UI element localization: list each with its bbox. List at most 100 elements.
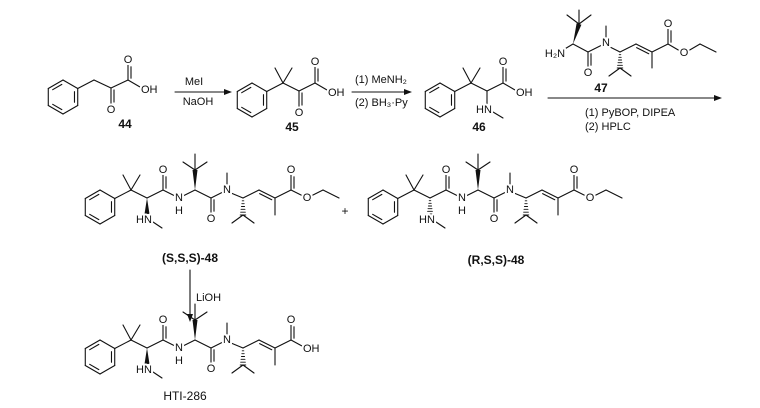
single-bond: [258, 339, 276, 349]
single-bond: [230, 192, 244, 199]
atom-label-h: H: [175, 355, 183, 367]
atom-label-n: N: [602, 37, 610, 49]
atom-label-o: O: [499, 56, 508, 68]
single-bond: [130, 324, 141, 341]
atom-label-h: H: [175, 205, 183, 217]
atom-label-o: O: [159, 164, 168, 176]
reagent-step2-bottom: (2) BH₃·Py: [355, 97, 408, 109]
single-bond: [236, 82, 253, 93]
single-bond: [99, 364, 116, 375]
reagent-step1-bottom: NaOH: [183, 96, 214, 108]
single-bond: [502, 82, 516, 91]
double-bond: [542, 193, 556, 201]
bonds-layer: [47, 9, 717, 379]
single-bond: [242, 364, 255, 374]
single-bond: [477, 189, 495, 199]
aromatic-bond: [429, 106, 440, 114]
single-bond: [114, 339, 132, 350]
atom-label-o: O: [124, 54, 133, 66]
single-bond: [62, 104, 79, 115]
aromatic-bond: [372, 213, 383, 221]
single-bond: [465, 161, 479, 171]
atom-label-o: O: [664, 18, 673, 30]
aromatic-bond: [241, 86, 252, 94]
reagent-step3-line2: (2) HPLC: [585, 121, 631, 133]
atom-label-n: N: [175, 342, 183, 354]
reagent-step2-top: (1) MeNH₂: [355, 74, 407, 86]
single-bond: [566, 14, 580, 25]
reaction-arrow-1: [174, 89, 232, 95]
single-bond: [230, 342, 244, 349]
single-bond: [557, 189, 575, 199]
single-bond: [47, 104, 64, 115]
atom-label-o: O: [570, 164, 579, 176]
wedge-bond: [192, 170, 198, 190]
atom-label-o: O: [207, 213, 216, 225]
wedge-bond: [573, 23, 582, 44]
single-bond: [84, 214, 101, 225]
single-bond: [266, 82, 284, 93]
single-bond: [130, 174, 141, 191]
aromatic-bond: [372, 193, 383, 201]
single-bond: [162, 189, 176, 197]
single-bond: [367, 189, 384, 200]
atom-label-o: O: [287, 164, 296, 176]
single-bond: [282, 82, 300, 92]
compound-label-44: 44: [118, 117, 132, 131]
wedge-bond: [144, 348, 150, 364]
single-bond: [514, 214, 527, 224]
single-bond: [298, 82, 316, 92]
atom-label-o: O: [107, 104, 116, 116]
atom-label-n: N: [175, 192, 183, 204]
single-bond: [525, 214, 538, 224]
aromatic-bond: [89, 213, 100, 221]
single-bond: [231, 214, 244, 224]
single-bond: [290, 339, 303, 347]
aromatic-bond: [429, 86, 440, 94]
atom-label-o: O: [442, 164, 451, 176]
single-bond: [152, 371, 163, 379]
single-bond: [619, 67, 632, 77]
single-bond: [429, 189, 447, 199]
single-bond: [424, 82, 441, 93]
atom-label-n: N: [506, 184, 514, 196]
single-bond: [194, 311, 208, 321]
single-bond: [572, 43, 589, 53]
single-bond: [290, 189, 304, 197]
single-bond: [445, 189, 459, 197]
single-bond: [667, 43, 681, 52]
atom-label-h2n: H₂N: [545, 48, 565, 60]
single-bond: [619, 43, 637, 53]
plus-sign: +: [341, 204, 348, 218]
atom-label-h: H: [458, 205, 466, 217]
single-bond: [608, 67, 621, 77]
single-bond: [635, 43, 653, 53]
atom-label-oh: OH: [516, 87, 533, 99]
single-bond: [492, 111, 504, 119]
single-bond: [699, 43, 717, 53]
atom-label-o: O: [287, 314, 296, 326]
reagent-step3-line1: (1) PyBOP, DIPEA: [585, 107, 676, 119]
compound-label-47: 47: [594, 81, 608, 95]
single-bond: [282, 67, 293, 84]
single-bond: [110, 79, 129, 89]
single-bond: [194, 189, 212, 199]
single-bond: [242, 214, 255, 224]
atom-label-o: O: [680, 47, 689, 59]
reaction-arrow-3: [547, 95, 722, 101]
compound-label-45: 45: [285, 120, 299, 134]
reagent-step1-top: MeI: [185, 76, 203, 88]
aromatic-bond: [89, 193, 100, 201]
single-bond: [258, 189, 276, 199]
single-bond: [194, 161, 208, 171]
atom-label-o: O: [584, 67, 593, 79]
atom-label-oh: OH: [328, 87, 345, 99]
atom-label-n: N: [223, 334, 231, 346]
single-bond: [477, 161, 491, 171]
atom-label-n: N: [223, 184, 231, 196]
single-bond: [382, 189, 399, 200]
single-bond: [242, 339, 260, 349]
single-bond: [162, 339, 176, 347]
compound-label-46: 46: [472, 120, 486, 134]
compound-label-hti-286: HTI-286: [163, 389, 207, 403]
